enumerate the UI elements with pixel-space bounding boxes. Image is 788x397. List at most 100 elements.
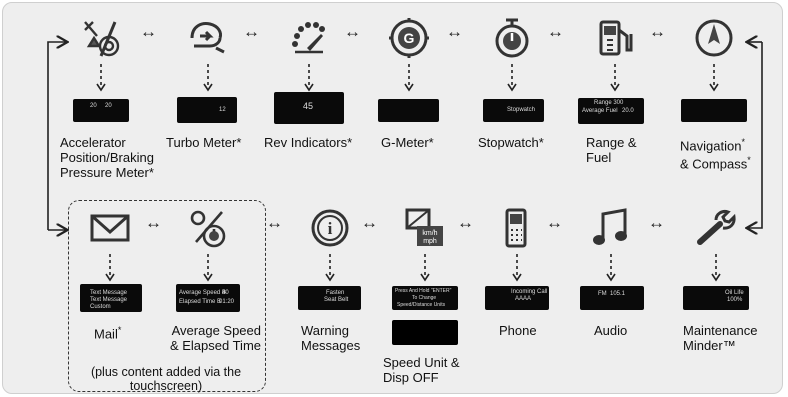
display-off-screen-thumb [392,320,458,345]
nav-screen-thumb [681,99,747,122]
mail-thumb-item-1: Text Message [90,290,128,296]
speedunit-screen-thumb: Press And Hold "ENTER" To Change Speed/D… [392,286,458,310]
speedunit-thumb-line-2: To Change [412,295,437,301]
speedunit-label-line-2: Disp OFF [383,370,439,385]
music-note-icon [589,206,633,250]
arrow-warning-speedunit: ↔ [361,213,378,232]
mail-label-text: Mail [94,326,118,342]
phone-thumb-line-2: AAAA [515,296,532,302]
mail-label: Mail* [94,323,121,341]
speedunit-thumb-line-1: Press And Hold "ENTER" [395,288,452,294]
accelerator-meter-icon [79,16,123,60]
speed-unit-icon-mph: mph [423,238,437,245]
warning-label-line-1: Warning [301,323,349,338]
stopwatch-label: Stopwatch* [478,135,544,150]
accel-thumb-value-2: 20 [105,103,112,109]
range-screen-thumb: Range 300 Average Fuel 20.0 [578,98,644,124]
arrow-accel-turbo: ↔ [140,22,157,41]
speedunit-label: Speed Unit & Disp OFF [383,355,460,385]
arrow-range-nav: ↔ [649,22,666,41]
arrow-audio-maintenance: ↔ [648,213,665,232]
speed-unit-icon: km/h mph [403,206,447,250]
accel-label-line-2: Position/Braking [60,150,154,165]
arrow-turbo-rev: ↔ [243,22,260,41]
arrow-avgspeed-warning: ↔ [266,213,283,232]
maintenance-label-line-2: Minder™ [683,338,736,353]
arrow-mail-avgspeed: ↔ [145,213,162,232]
maintenance-thumb-label: Oil Life [725,290,744,296]
compass-icon [692,16,736,60]
touchscreen-note: (plus content added via the touchscreen) [90,365,242,393]
touchscreen-group-box [68,200,266,392]
warning-screen-thumb: Fasten Seat Belt [298,286,361,310]
phone-icon [495,206,539,250]
nav-label-line-1: Navigation [680,138,742,154]
accel-thumb-value-1: 20 [90,103,97,109]
audio-screen-thumb: FM 105.1 [580,286,644,310]
stopwatch-screen-thumb: Stopwatch [483,99,544,122]
range-label: Range & Fuel [586,135,637,165]
warning-thumb-line-2: Seat Belt [324,297,349,303]
nav-label-line-2: & Compass [680,156,748,172]
gmeter-screen-thumb [378,99,439,122]
rev-thumb-value: 45 [303,101,314,111]
arrow-phone-audio: ↔ [546,213,563,232]
avgspeed-thumb-value: 40 [222,290,229,296]
gmeter-label: G-Meter* [381,135,434,150]
phone-thumb-line-1: Incoming Call [511,289,548,295]
turbo-screen-thumb: 12 [177,97,237,123]
speedunit-label-line-1: Speed Unit & [383,355,460,370]
accel-label-line-3: Pressure Meter* [60,165,154,180]
rev-indicator-icon [287,16,331,60]
average-speed-icon [186,206,230,250]
maintenance-screen-thumb: Oil Life 100% [683,286,749,310]
nav-label-star-2: * [747,155,751,166]
accel-label-line-1: Accelerator [60,135,126,150]
warning-thumb-line-1: Fasten [326,290,345,296]
speedunit-thumb-line-3: Speed/Distance Units [397,302,446,308]
maintenance-thumb-value: 100% [727,297,743,303]
audio-label: Audio [594,323,628,338]
range-label-line-2: Fuel [586,150,612,165]
warning-label: Warning Messages [301,323,360,353]
mail-thumb-item-3: Custom [90,304,111,310]
turbo-label: Turbo Meter* [166,135,242,150]
warning-label-line-2: Messages [301,338,361,353]
accel-screen-thumb: 20 20 [73,99,129,122]
phone-screen-thumb: Incoming Call AAAA [485,286,549,310]
avgspeed-label: Average Speed & Elapsed Time [158,323,261,353]
turbo-thumb-value: 12 [219,107,226,113]
avgspeed-label-line-1: Average Speed [171,323,261,338]
phone-label: Phone [499,323,537,338]
avgspeed-thumb-label: Average Speed B [179,290,226,296]
mail-thumb-item-2: Text Message [90,297,128,303]
warning-info-icon: i [308,206,352,250]
arrow-rev-gmeter: ↔ [344,22,361,41]
arrow-gmeter-stopwatch: ↔ [446,22,463,41]
range-label-line-1: Range & [586,135,637,150]
range-thumb-text: Range 300 [594,100,624,106]
range-thumb-fuel-label: Average Fuel [582,108,618,114]
stopwatch-thumb-text: Stopwatch [507,107,536,113]
maintenance-label-line-1: Maintenance [683,323,758,338]
svg-text:G: G [404,30,415,46]
stopwatch-icon [490,16,534,60]
audio-thumb-freq: 105.1 [610,291,626,297]
rev-label: Rev Indicators* [264,135,353,150]
nav-label-star-1: * [741,137,745,147]
fuel-pump-icon [593,16,637,60]
g-meter-icon: G [387,16,431,60]
rev-screen-thumb: 45 [274,92,344,124]
right-loop-line [748,42,763,228]
arrow-speedunit-phone: ↔ [457,213,474,232]
elapsed-thumb-value: 01:20 [219,299,235,305]
maintenance-label: Maintenance Minder™ [683,323,757,353]
audio-thumb-band: FM [598,291,607,297]
wrench-icon [694,206,738,250]
arrow-stopwatch-range: ↔ [547,22,564,41]
speed-unit-icon-kmh: km/h [422,230,437,237]
